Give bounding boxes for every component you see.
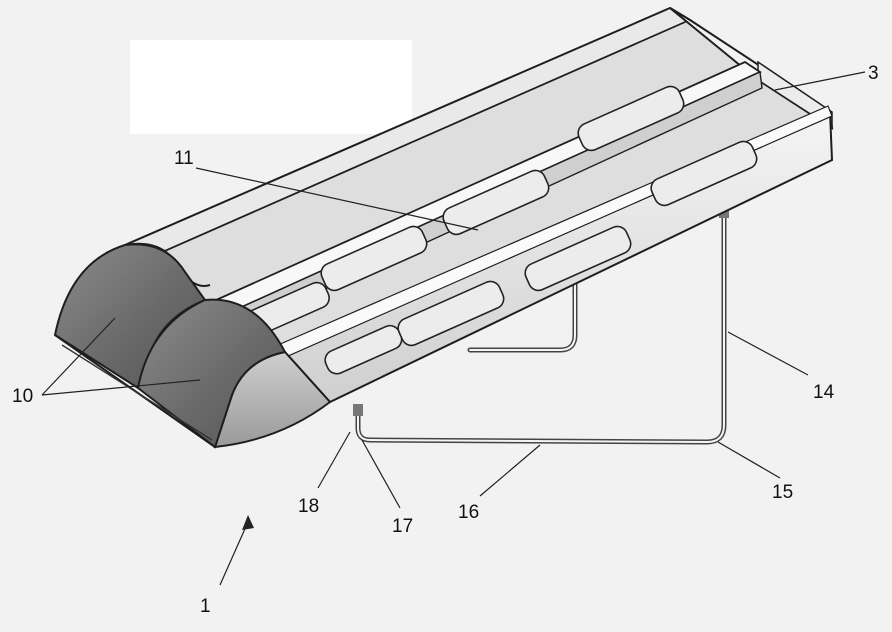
end-cap-right [136, 298, 287, 449]
label-11: 11 [174, 148, 194, 169]
reference-numerals: 3 11 10 14 15 16 17 18 1 [12, 63, 879, 617]
pipe-frame [353, 208, 729, 445]
redaction-box [130, 40, 412, 134]
label-18: 18 [298, 496, 319, 517]
label-3: 3 [868, 63, 879, 84]
near-channel-slots [324, 140, 758, 375]
label-10: 10 [12, 386, 33, 407]
pipe-connector-fitting [353, 404, 363, 416]
leader-lines [41, 71, 866, 586]
label-16: 16 [458, 502, 479, 523]
label-14: 14 [813, 382, 835, 403]
label-1: 1 [200, 596, 211, 617]
label-15: 15 [772, 482, 793, 503]
label-17: 17 [392, 516, 413, 537]
arrowhead [242, 515, 254, 530]
tray-assembly [53, 6, 834, 449]
